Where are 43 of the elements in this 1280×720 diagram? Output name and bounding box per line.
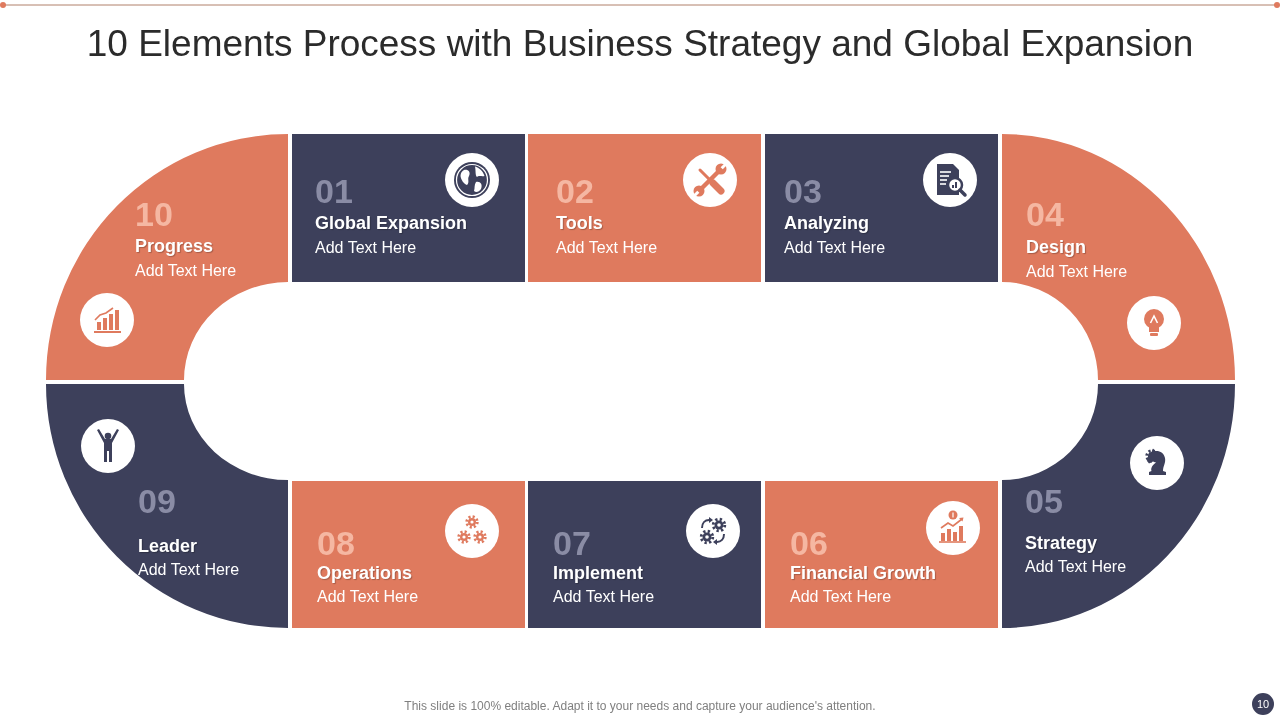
- step-number: 08: [317, 525, 355, 561]
- step-title: Implement: [553, 562, 644, 584]
- process-tile: [292, 134, 525, 282]
- step-title: Global Expansion: [315, 212, 468, 234]
- process-tile: [528, 481, 761, 628]
- step-number: 05: [1025, 483, 1063, 519]
- process-tile: [528, 134, 761, 282]
- step-title: Design: [1026, 236, 1086, 258]
- step-title: Progress: [135, 235, 214, 257]
- process-tile: [765, 134, 998, 282]
- slide-title: 10 Elements Process with Business Strategy and Global Expansion: [86, 22, 1194, 66]
- step-description: Add Text Here: [790, 588, 892, 606]
- step-number: 07: [553, 525, 591, 561]
- process-tile: [765, 481, 998, 628]
- step-title: Leader: [138, 535, 198, 557]
- curved-tile: [1002, 384, 1235, 628]
- step-description: Add Text Here: [1026, 263, 1128, 281]
- step-number: 03: [784, 173, 822, 209]
- step-number: 01: [315, 173, 353, 209]
- step-description: Add Text Here: [315, 239, 417, 257]
- step-number: 10: [135, 196, 173, 232]
- step-title: Operations: [317, 562, 413, 584]
- step-description: Add Text Here: [138, 561, 240, 579]
- step-description: Add Text Here: [784, 239, 886, 257]
- curved-tile: [46, 134, 288, 380]
- curved-tile: [1002, 134, 1235, 380]
- process-tile: [292, 481, 525, 628]
- footer-note: This slide is 100% editable. Adapt it to your needs and capture your audience's attention.: [404, 699, 876, 714]
- step-description: Add Text Here: [317, 588, 419, 606]
- curved-tile: [46, 384, 288, 628]
- step-number: 02: [556, 173, 594, 209]
- step-description: Add Text Here: [1025, 558, 1127, 576]
- step-title: Analyzing: [784, 212, 869, 234]
- step-title: Financial Growth: [790, 562, 936, 584]
- step-description: Add Text Here: [135, 262, 237, 280]
- step-number: 04: [1026, 196, 1064, 232]
- step-title: Strategy: [1025, 532, 1098, 554]
- step-number: 09: [138, 483, 176, 519]
- step-description: Add Text Here: [553, 588, 655, 606]
- step-number: 06: [790, 525, 828, 561]
- step-description: Add Text Here: [556, 239, 658, 257]
- page-number: 10: [1252, 693, 1274, 715]
- step-title: Tools: [556, 212, 603, 234]
